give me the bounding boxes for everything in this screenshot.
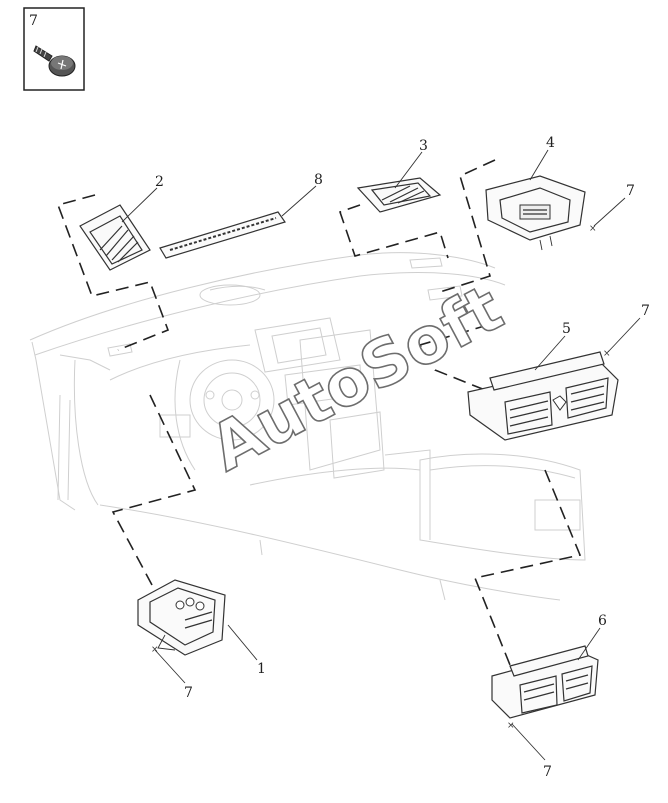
vent-part-2: [79, 204, 151, 271]
fastener-markers: × × × ×: [151, 224, 611, 731]
callout-7-left: 7: [184, 685, 193, 701]
dashboard-ghost: [29, 252, 586, 601]
svg-text:×: ×: [507, 721, 515, 731]
callout-3: 3: [419, 138, 428, 154]
callout-6: 6: [598, 613, 607, 629]
callout-4: 4: [546, 135, 555, 151]
vent-part-1: [137, 579, 226, 656]
callout-7-bottom: 7: [543, 764, 552, 780]
vent-part-4: [485, 175, 586, 251]
connector-lines: [56, 159, 582, 666]
inset-label: 7: [29, 13, 38, 29]
inset-panel: 7: [23, 7, 85, 91]
leader-lines: [121, 149, 641, 761]
callout-7-mid: 7: [641, 303, 650, 319]
callout-5: 5: [562, 321, 571, 337]
vent-part-3: [356, 177, 442, 213]
svg-text:×: ×: [589, 224, 597, 234]
callout-labels: 2 8 3 4 7 5 7 1 7 6 7: [155, 135, 650, 780]
vent-part-6: [491, 645, 599, 719]
callout-8: 8: [314, 172, 323, 188]
svg-text:×: ×: [603, 349, 611, 359]
svg-text:×: ×: [151, 645, 159, 655]
vent-part-5: [467, 351, 619, 441]
callout-7-top: 7: [626, 183, 635, 199]
screw-icon: [33, 45, 76, 77]
defroster-strip-part-8: [159, 211, 286, 259]
callout-2: 2: [155, 174, 164, 190]
callout-1: 1: [257, 661, 266, 677]
